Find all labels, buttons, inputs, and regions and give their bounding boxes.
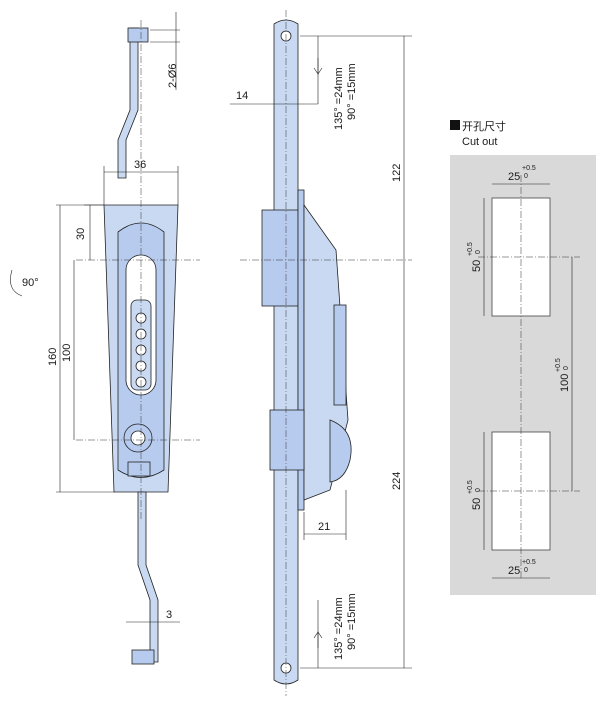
cutout-spacing-tol: +0.5 [555, 358, 562, 372]
cutout-marker-icon [450, 120, 460, 130]
stroke-note-bottom-2: 90° =15mm [346, 593, 358, 650]
front-dimensions: 2-Ø6 36 30 100 160 90° 3 [10, 12, 180, 623]
side-view [240, 10, 412, 696]
cutout-height-top: 50 [471, 260, 483, 272]
width-36-label: 36 [134, 159, 146, 171]
len-30-label: 30 [75, 228, 87, 240]
cutout-height-bottom-tol: +0.5 [467, 480, 474, 494]
hole-spec-label: 2-Ø6 [167, 64, 179, 88]
cutout-width-top-tol0: 0 [524, 173, 528, 180]
cutout-title-en: Cut out [462, 136, 497, 148]
len-122-label: 122 [391, 164, 403, 182]
len-160-label: 160 [47, 348, 59, 366]
front-view [76, 20, 200, 665]
cutout-spacing-tol0: 0 [563, 366, 570, 370]
cutout-height-top-tol: +0.5 [467, 242, 474, 256]
stroke-note-top-2: 90° =15mm [346, 63, 358, 120]
cutout-width-top: 25 [508, 171, 520, 183]
cutout-height-bottom-tol0: 0 [475, 488, 482, 492]
cutout-spacing: 100 [559, 374, 571, 392]
side-dimensions: 14 122 224 21 135° =24mm 90° =15mm 135° … [230, 35, 412, 669]
offset-14-label: 14 [236, 90, 248, 102]
cutout-width-bottom-tol0: 0 [524, 567, 528, 574]
cutout-title-cn: 开孔尺寸 [462, 119, 506, 133]
cutout-section: 开孔尺寸 Cut out 25 +0.5 0 50 +0.5 0 100 +0.… [450, 119, 596, 595]
len-100-label: 100 [61, 344, 73, 362]
len-21-label: 21 [318, 521, 330, 533]
rotation-label: 90° [22, 277, 39, 289]
cutout-width-bottom: 25 [508, 565, 520, 577]
stroke-note-bottom-1: 135° =24mm [333, 597, 345, 660]
cutout-height-bottom: 50 [471, 498, 483, 510]
cutout-height-top-tol0: 0 [475, 250, 482, 254]
len-224-label: 224 [391, 472, 403, 490]
cutout-width-bottom-tol: +0.5 [522, 559, 536, 566]
cutout-width-top-tol: +0.5 [522, 165, 536, 172]
len-3-label: 3 [166, 609, 172, 621]
stroke-note-top-1: 135° =24mm [333, 67, 345, 130]
